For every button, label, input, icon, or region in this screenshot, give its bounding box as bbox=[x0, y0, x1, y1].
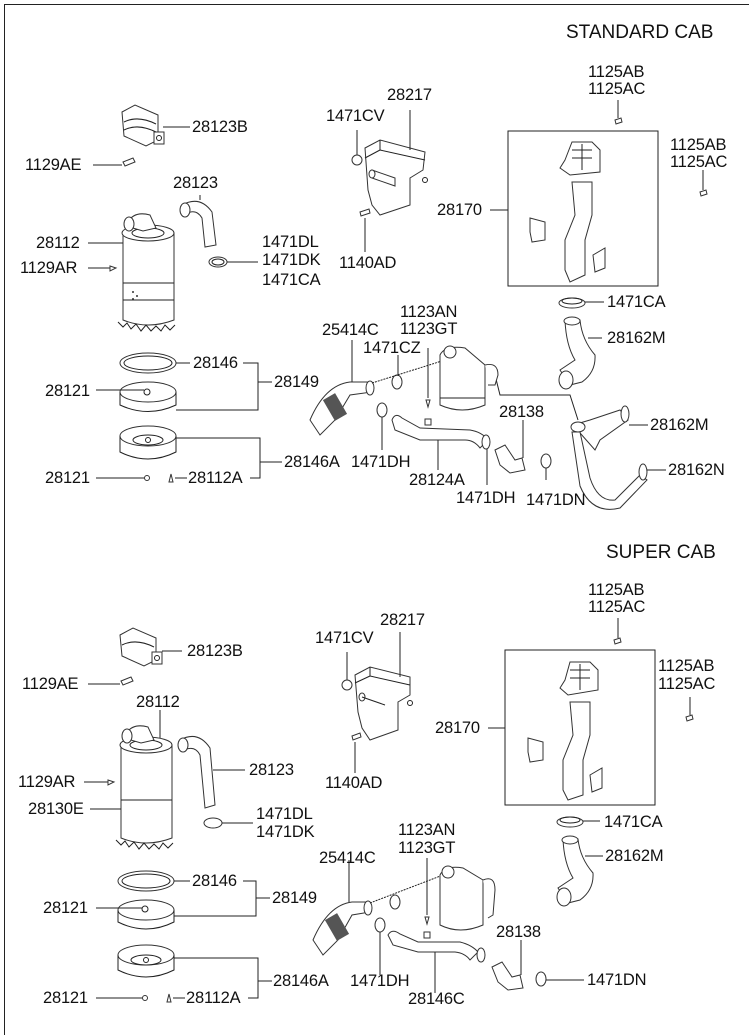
part-label: 28123B bbox=[187, 642, 243, 660]
part-label: 28121 bbox=[45, 469, 90, 487]
part-label: 1471CA bbox=[262, 271, 321, 289]
part-label: 28162M bbox=[607, 329, 666, 347]
part-label: 1129AE bbox=[22, 675, 79, 693]
part-label: 1125AC bbox=[670, 153, 728, 171]
part-label: 1125AC bbox=[658, 675, 716, 693]
part-label: 1471DL bbox=[256, 805, 313, 823]
air-cleaner-body bbox=[117, 213, 176, 332]
diagram-frame bbox=[4, 4, 749, 1035]
part-label: 1471CZ bbox=[363, 339, 421, 357]
part-label: 28162M bbox=[605, 847, 664, 865]
part-label: 1123GT bbox=[400, 320, 458, 338]
resonator-28217 bbox=[364, 139, 428, 216]
part-label: 28112 bbox=[136, 693, 180, 711]
part-label: 28217 bbox=[387, 86, 432, 104]
part-label: 28112A bbox=[186, 989, 241, 1007]
part-label: 1140AD bbox=[325, 774, 383, 792]
part-label: 28146A bbox=[284, 453, 340, 471]
part-label: 1471DH bbox=[351, 453, 411, 471]
part-label: 1125AB bbox=[588, 581, 645, 599]
part-label: 28170 bbox=[437, 201, 482, 219]
part-label: 1129AE bbox=[25, 156, 82, 174]
part-label: 28138 bbox=[499, 403, 544, 421]
standard-cab-parts bbox=[88, 100, 708, 510]
part-label: 28162N bbox=[668, 461, 725, 479]
duct-assembly-box bbox=[507, 130, 659, 287]
part-label: 1125AB bbox=[670, 136, 727, 154]
part-label: 28149 bbox=[274, 373, 319, 391]
part-label: 28130E bbox=[28, 800, 84, 818]
section-title-standard-cab: STANDARD CAB bbox=[566, 22, 714, 43]
part-label: 1471CV bbox=[326, 107, 385, 125]
part-label: 28112A bbox=[188, 469, 243, 487]
part-label: 1123GT bbox=[398, 839, 456, 857]
part-label: 1140AD bbox=[339, 254, 397, 272]
part-label: 28149 bbox=[272, 889, 317, 907]
part-label: 28170 bbox=[435, 719, 480, 737]
part-label: 28138 bbox=[496, 923, 541, 941]
part-label: 1123AN bbox=[398, 821, 456, 839]
part-label: 28123 bbox=[249, 761, 294, 779]
bracket-28123b bbox=[121, 104, 165, 147]
part-label: 1129AR bbox=[18, 773, 76, 791]
part-label: 25414C bbox=[319, 849, 376, 867]
part-label: 28112 bbox=[36, 234, 80, 252]
part-label: 28121 bbox=[43, 989, 88, 1007]
part-label: 28217 bbox=[380, 611, 425, 629]
part-label: 1125AB bbox=[658, 657, 715, 675]
part-label: 28123B bbox=[192, 118, 248, 136]
part-label: 28146 bbox=[193, 354, 238, 372]
part-label: 1471DK bbox=[262, 251, 321, 269]
part-label: 1125AC bbox=[588, 598, 646, 616]
part-label: 28146 bbox=[192, 872, 237, 890]
part-label: 28146A bbox=[273, 972, 329, 990]
part-label: 1123AN bbox=[400, 303, 458, 321]
part-label: 25414C bbox=[322, 321, 379, 339]
super-cab-parts bbox=[84, 618, 694, 1003]
section-title-super-cab: SUPER CAB bbox=[606, 542, 716, 563]
part-label: 1125AC bbox=[588, 80, 646, 98]
part-label: 1471DK bbox=[256, 823, 315, 841]
part-label: 1471DH bbox=[350, 972, 410, 990]
part-label: 28121 bbox=[43, 899, 88, 917]
part-label: 1471DN bbox=[587, 971, 647, 989]
part-label: 1129AR bbox=[20, 259, 78, 277]
part-label: 1125AB bbox=[588, 63, 645, 81]
part-label: 1471CA bbox=[604, 813, 663, 831]
part-label: 28162M bbox=[650, 416, 709, 434]
part-label: 28124A bbox=[409, 471, 465, 489]
part-label: 1471CA bbox=[607, 293, 666, 311]
part-label: 1471DL bbox=[262, 233, 319, 251]
part-label: 1471DH bbox=[456, 489, 516, 507]
part-label: 28123 bbox=[173, 174, 218, 192]
part-label: 1471DN bbox=[526, 491, 586, 509]
part-label: 1471CV bbox=[315, 629, 374, 647]
part-label: 28121 bbox=[45, 382, 90, 400]
part-label: 28146C bbox=[408, 990, 465, 1008]
